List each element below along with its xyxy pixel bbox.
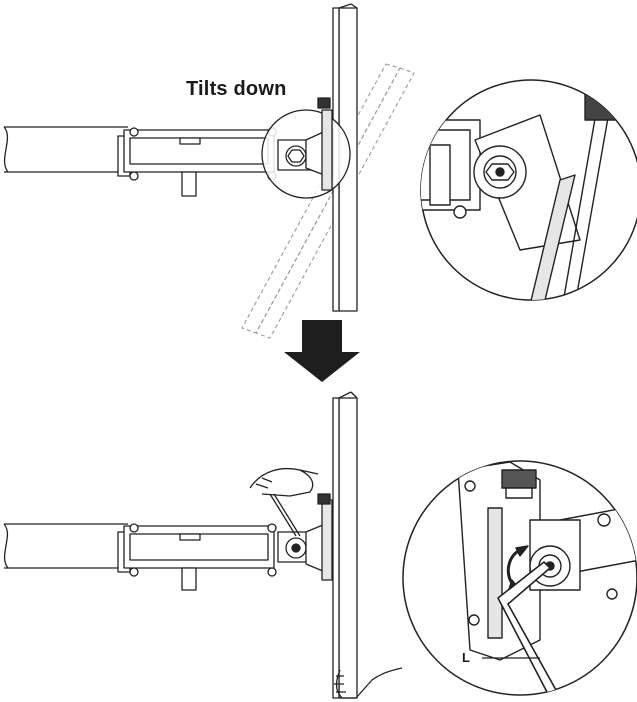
detail-circle-bottom [402,460,637,696]
monitor-bottom [332,391,358,699]
arm-bottom [3,493,333,591]
tool-label: L [462,650,470,665]
bottom-scene [3,391,403,699]
joint-highlight-top [261,97,351,199]
down-arrow [284,320,360,382]
detail-circle-top [420,79,637,301]
arm-top [3,126,277,197]
tilt-label: Tilts down [186,78,287,100]
hand-top [249,467,319,537]
top-scene [3,3,415,339]
hand-bottom [334,667,403,699]
